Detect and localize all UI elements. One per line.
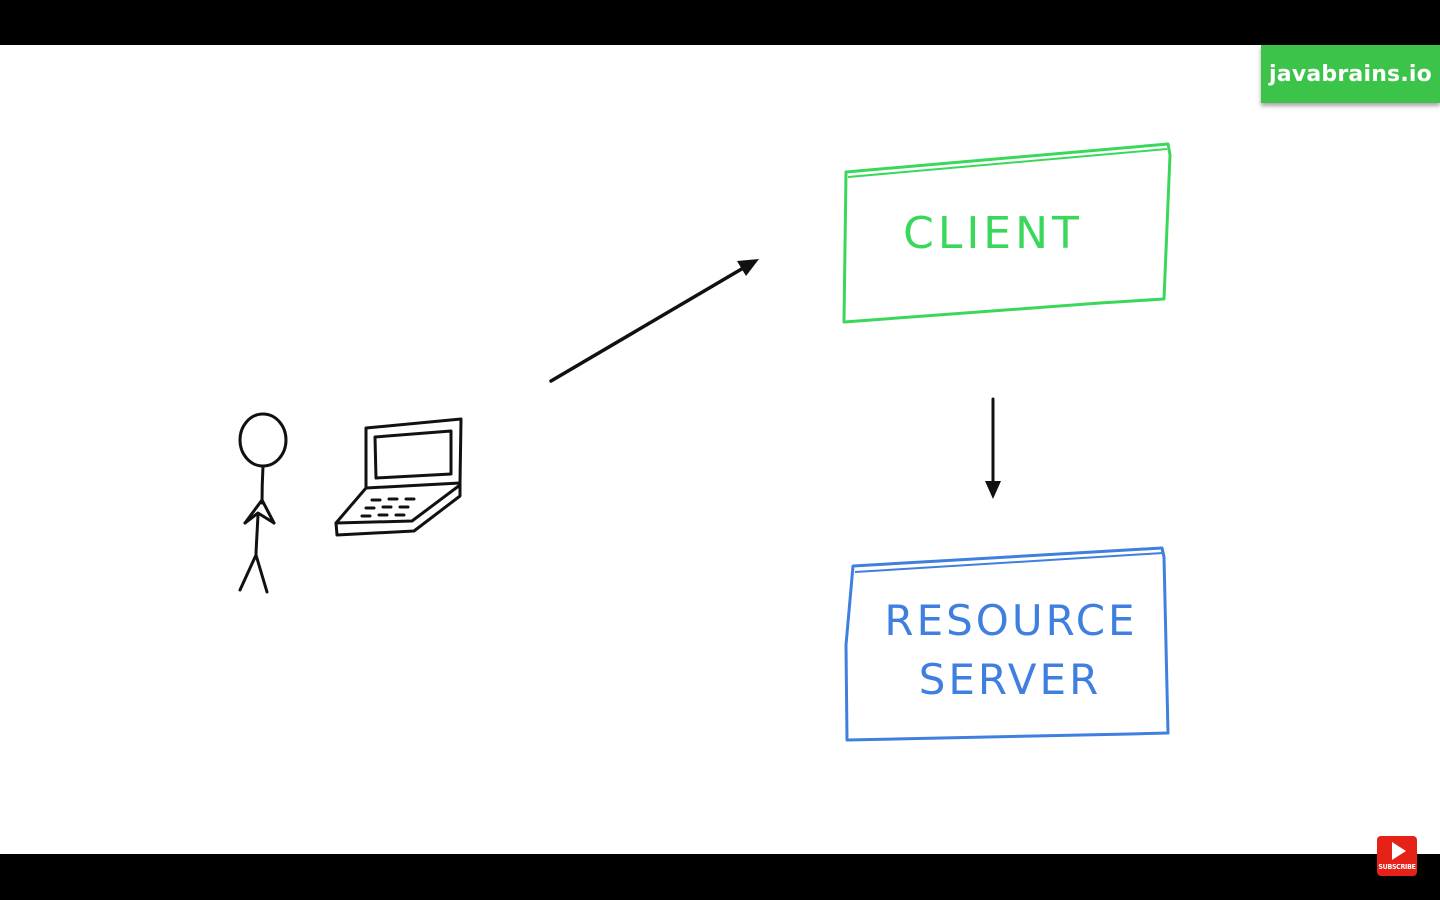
laptop-base bbox=[334, 481, 462, 537]
arrow-client-to-resource-server bbox=[985, 397, 1001, 499]
user-body bbox=[260, 464, 265, 505]
subscribe-label: SUBSCRIBE bbox=[1378, 862, 1416, 871]
brand-badge[interactable]: javabrains.io bbox=[1261, 45, 1440, 103]
laptop-base-edge bbox=[334, 483, 462, 525]
client-box: CLIENT bbox=[842, 142, 1172, 324]
user-waist bbox=[243, 511, 276, 525]
whiteboard-canvas: CLIENT RESOURCE SERVER bbox=[0, 45, 1440, 854]
arrow-user-to-client bbox=[549, 259, 759, 383]
user-figure bbox=[238, 412, 288, 594]
diagram: CLIENT RESOURCE SERVER bbox=[238, 142, 1172, 742]
subscribe-button[interactable]: SUBSCRIBE bbox=[1377, 836, 1417, 876]
resource-server-label-line2: SERVER bbox=[919, 655, 1102, 704]
brand-label: javabrains.io bbox=[1269, 61, 1432, 87]
laptop-keys bbox=[360, 497, 416, 518]
client-label: CLIENT bbox=[903, 208, 1083, 259]
play-icon bbox=[1391, 841, 1406, 860]
user-head bbox=[238, 412, 288, 468]
laptop-screen-inner bbox=[373, 429, 453, 480]
resource-server-label-line1: RESOURCE bbox=[884, 596, 1137, 645]
laptop-icon bbox=[334, 417, 463, 537]
resource-server-box: RESOURCE SERVER bbox=[844, 546, 1170, 742]
user-lower-legs bbox=[238, 513, 269, 594]
